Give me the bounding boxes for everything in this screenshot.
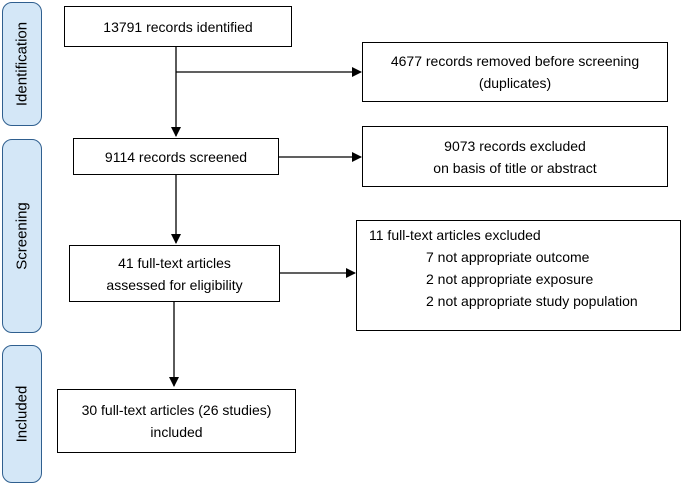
stage-label-included: Included [13, 385, 31, 443]
fulltext-excluded-heading: 11 full-text articles excluded [369, 227, 541, 243]
exclusion-reason-exposure: 2 not appropriate exposure [426, 271, 594, 287]
records-screened-box: 9114 records screened [73, 138, 279, 175]
included-articles-line-1: 30 full-text articles (26 studies) [81, 402, 272, 418]
fulltext-assessed-line-2: assessed for eligibility [106, 276, 243, 293]
records-identified-box: 13791 records identified [64, 6, 292, 47]
stage-screening: Screening [2, 139, 42, 333]
stage-included: Included [2, 345, 42, 483]
records-identified-text: 13791 records identified [103, 18, 253, 35]
records-removed-note: (duplicates) [478, 75, 552, 91]
records-screened-text: 9114 records screened [104, 148, 248, 165]
fulltext-assessed-box: 41 full-text articles assessed for eligi… [69, 245, 280, 302]
records-excluded-title-box: 9073 records excluded on basis of title … [362, 126, 668, 187]
included-articles-box: 30 full-text articles (26 studies) inclu… [57, 389, 296, 453]
stage-label-screening: Screening [13, 202, 31, 270]
records-removed-box: 4677 records removed before screening (d… [362, 42, 668, 102]
records-removed-text: 4677 records removed before screening [390, 53, 640, 69]
fulltext-excluded-box: 11 full-text articles excluded 7 not app… [356, 220, 681, 331]
stage-identification: Identification [2, 2, 42, 126]
exclusion-reason-population: 2 not appropriate study population [426, 293, 638, 309]
exclusion-reason-outcome: 7 not appropriate outcome [426, 249, 590, 265]
fulltext-assessed-line-1: 41 full-text articles [118, 254, 231, 271]
records-excluded-text: 9073 records excluded [444, 137, 586, 154]
included-articles-line-2: included [150, 424, 203, 440]
stage-label-identification: Identification [13, 21, 31, 107]
records-excluded-reason: on basis of title or abstract [433, 159, 597, 176]
